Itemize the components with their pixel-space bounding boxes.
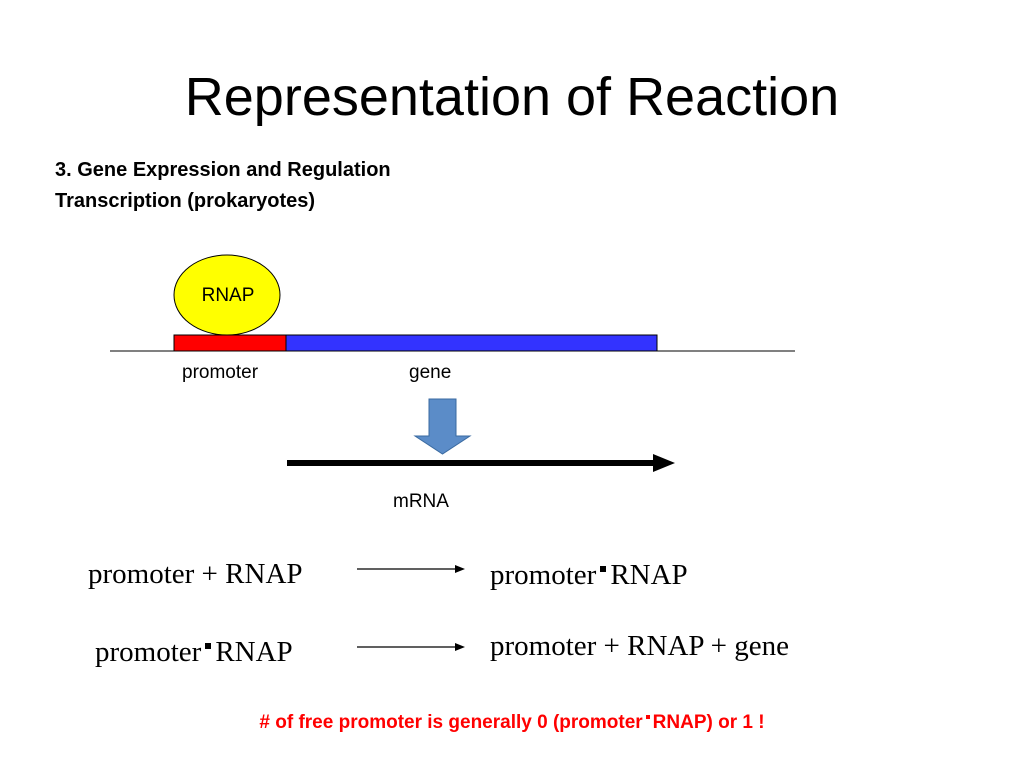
reaction-2-products: promoter + RNAP + gene bbox=[490, 630, 790, 662]
reaction-1-product-promoter: promoter bbox=[490, 559, 597, 591]
rnap-label: RNAP bbox=[201, 285, 255, 306]
rnap-ellipse bbox=[173, 254, 281, 336]
reaction-1-reactants: promoter + RNAP bbox=[88, 558, 303, 590]
promoter-label: promoter bbox=[182, 362, 259, 383]
section-heading: 3. Gene Expression and Regulation bbox=[55, 159, 391, 181]
reaction-2-reactant-rnap: RNAP bbox=[215, 636, 293, 668]
reaction-1-product: promoter RNAP bbox=[490, 557, 688, 593]
slide-title: Representation of Reaction bbox=[184, 67, 840, 127]
transcription-arrow-down bbox=[413, 398, 472, 455]
reaction-arrow-2-head bbox=[455, 643, 465, 651]
promoter-region bbox=[173, 334, 287, 352]
gene-region bbox=[285, 334, 658, 352]
mrna-arrowhead bbox=[653, 454, 675, 472]
mrna-label: mRNA bbox=[393, 491, 449, 512]
reaction-1-product-rnap: RNAP bbox=[610, 559, 688, 591]
note-text-part1: # of free promoter is generally 0 (promo… bbox=[259, 712, 643, 733]
complex-dot-icon bbox=[600, 566, 607, 573]
note-text-part2: RNAP) or 1 ! bbox=[652, 712, 765, 733]
reaction-2-reactant: promoter RNAP bbox=[95, 634, 293, 670]
reaction-2-reactant-promoter: promoter bbox=[95, 636, 202, 668]
reaction-arrow-1-head bbox=[455, 565, 465, 573]
section-subheading: Transcription (prokaryotes) bbox=[55, 190, 316, 212]
complex-dot-icon bbox=[645, 714, 650, 719]
note-text: # of free promoter is generally 0 (promo… bbox=[0, 710, 1024, 736]
complex-dot-icon bbox=[205, 643, 212, 650]
gene-label: gene bbox=[409, 362, 452, 383]
